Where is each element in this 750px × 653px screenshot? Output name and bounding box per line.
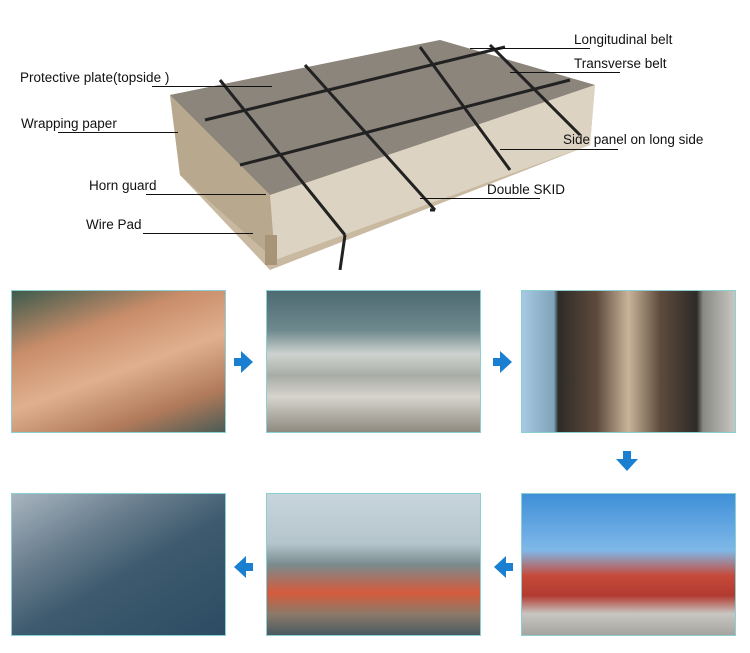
- arrow-left-icon: [234, 556, 246, 578]
- leader-line: [143, 233, 253, 234]
- packaged-plates-illustration: [170, 40, 595, 270]
- label-longitudinal-belt: Longitudinal belt: [574, 32, 673, 47]
- arrow-right-icon: [500, 351, 512, 373]
- leader-line: [510, 72, 620, 73]
- leader-line: [470, 48, 590, 49]
- leader-line: [420, 198, 540, 199]
- leader-line: [152, 86, 272, 87]
- label-transverse-belt: Transverse belt: [574, 56, 667, 71]
- photo-container-yard: [521, 493, 736, 636]
- label-side-panel: Side panel on long side: [563, 132, 704, 147]
- photo-port-terminal: [266, 493, 481, 636]
- photo-warehouse-storage: [266, 290, 481, 433]
- arrow-right-icon: [241, 351, 253, 373]
- label-horn-guard: Horn guard: [89, 178, 157, 193]
- label-wire-pad: Wire Pad: [86, 217, 142, 232]
- arrow-left-icon: [494, 556, 506, 578]
- arrow-stem: [493, 358, 501, 366]
- leader-line: [146, 194, 266, 195]
- photo-packing-strapping: [11, 290, 226, 433]
- label-wrapping-paper: Wrapping paper: [21, 116, 117, 131]
- label-double-skid: Double SKID: [487, 182, 566, 197]
- arrow-stem: [245, 563, 253, 571]
- arrow-stem: [505, 563, 513, 571]
- arrow-down-icon: [616, 459, 638, 471]
- photo-container-loading: [521, 290, 736, 433]
- label-protective-plate: Protective plate(topside ): [20, 70, 170, 85]
- leader-line: [58, 132, 178, 133]
- photo-cargo-ship-port: [11, 493, 226, 636]
- arrow-stem: [623, 451, 631, 459]
- leader-line: [500, 149, 618, 150]
- arrow-stem: [234, 358, 242, 366]
